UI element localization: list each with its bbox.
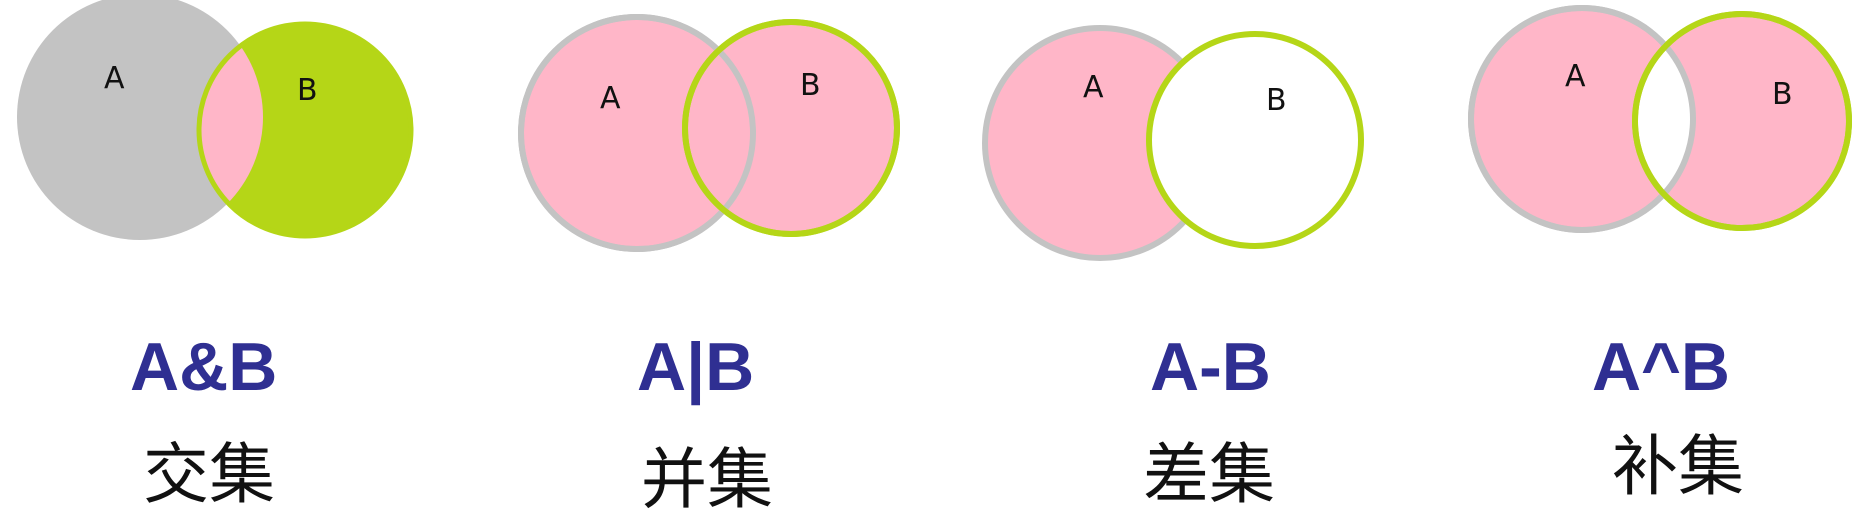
- difference-venn: A B: [982, 25, 1364, 261]
- union-venn: A B: [518, 14, 900, 252]
- operator-symbol-symmetric-difference: A^B: [1592, 329, 1730, 405]
- operation-name-symmetric-difference: 补集: [1612, 428, 1744, 505]
- set-a-inner-outline: [518, 14, 756, 252]
- set-b-outline: [1632, 11, 1852, 231]
- operator-symbol-intersection: A&B: [130, 329, 277, 405]
- set-b-label: B: [297, 73, 318, 108]
- set-a-label: A: [1565, 59, 1586, 94]
- set-b-label: B: [1772, 77, 1793, 112]
- operator-symbol-difference: A-B: [1150, 329, 1271, 405]
- set-b-outline: [682, 19, 900, 237]
- operator-symbol-union: A|B: [637, 329, 754, 406]
- set-b-label: B: [1266, 83, 1287, 118]
- set-b-outline: [196, 21, 414, 239]
- symmetric-difference-venn: A B: [1468, 5, 1852, 233]
- set-b-label: B: [800, 68, 821, 103]
- set-a-outline: [1468, 5, 1696, 233]
- set-a-label: A: [104, 61, 125, 96]
- operation-name-union: 并集: [641, 441, 773, 518]
- set-b-circle: [1146, 31, 1364, 249]
- operation-name-intersection: 交集: [143, 436, 275, 513]
- intersection-venn: A B: [17, 0, 414, 240]
- set-a-circle: [17, 0, 263, 240]
- set-a-label: A: [1083, 70, 1104, 105]
- operation-name-difference: 差集: [1143, 436, 1275, 513]
- set-a-label: A: [600, 81, 621, 116]
